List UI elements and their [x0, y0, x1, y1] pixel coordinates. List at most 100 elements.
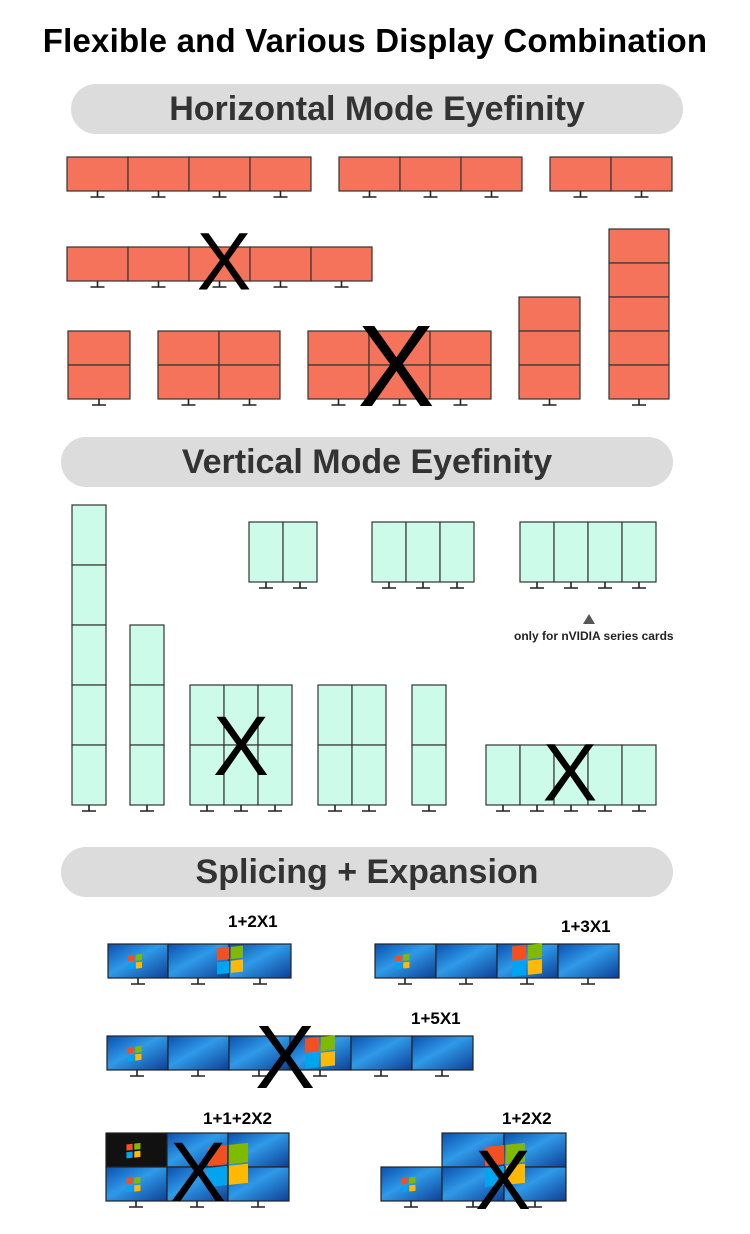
- monitor-stand-icon: [190, 1201, 204, 1208]
- windows-logo-icon: [217, 945, 244, 975]
- monitor-stand-icon: [253, 978, 267, 985]
- desktop-screen: [105, 1132, 168, 1168]
- windows-logo-icon: [128, 953, 143, 970]
- monitor-stand-icon: [328, 805, 342, 812]
- monitor-stand-icon: [82, 805, 96, 812]
- monitor-panel: [429, 364, 492, 400]
- monitor-panel: [439, 521, 475, 583]
- caption-1-5x1: 1+5X1: [411, 1009, 461, 1028]
- monitor-stand-icon: [496, 805, 510, 812]
- monitor-panel: [518, 330, 581, 366]
- monitor-panel: [129, 624, 165, 686]
- desktop-screen: [167, 1035, 230, 1071]
- cross-mark: X: [357, 301, 434, 431]
- monitor-stand-icon: [90, 281, 105, 288]
- monitor-panel: [282, 521, 318, 583]
- monitor-panel: [518, 364, 581, 400]
- monitor-stand-icon: [450, 582, 464, 589]
- monitor-stand-icon: [398, 978, 412, 985]
- monitor-panel: [621, 744, 657, 806]
- monitor-stand-icon: [151, 191, 166, 198]
- monitor-panel: [67, 330, 131, 366]
- monitor-stand-icon: [130, 1070, 144, 1077]
- monitor-panel: [218, 330, 281, 366]
- monitor-stand-icon: [392, 399, 407, 406]
- monitor-stand-icon: [334, 281, 349, 288]
- monitor-stand-icon: [200, 805, 214, 812]
- monitor-panel: [66, 246, 129, 282]
- monitor-stand-icon: [293, 582, 307, 589]
- monitor-stand-icon: [542, 399, 557, 406]
- desktop-screen: [557, 943, 620, 979]
- monitor-stand-icon: [484, 191, 499, 198]
- monitor-stand-icon: [423, 191, 438, 198]
- monitor-stand-icon: [564, 805, 578, 812]
- desktop-screen: [411, 1035, 474, 1071]
- monitor-panel: [71, 684, 107, 746]
- monitor-panel: [127, 156, 190, 192]
- monitor-panel: [157, 364, 220, 400]
- monitor-panel: [71, 624, 107, 686]
- monitor-panel: [317, 744, 353, 806]
- monitor-stand-icon: [131, 978, 145, 985]
- monitor-panel: [371, 521, 407, 583]
- desktop-screen: [105, 1166, 168, 1202]
- monitor-stand-icon: [422, 805, 436, 812]
- desktop-screen: [374, 943, 437, 979]
- monitor-panel: [518, 296, 581, 332]
- monitor-panel: [549, 156, 612, 192]
- monitor-stand-icon: [268, 805, 282, 812]
- monitor-stand-icon: [374, 1070, 388, 1077]
- desktop-screen: [350, 1035, 413, 1071]
- monitor-panel: [519, 521, 555, 583]
- caption-1-3x1: 1+3X1: [561, 917, 611, 936]
- monitor-stand-icon: [140, 805, 154, 812]
- monitor-stand-icon: [530, 805, 544, 812]
- cross-mark: X: [543, 728, 598, 819]
- monitor-stand-icon: [362, 805, 376, 812]
- monitor-stand-icon: [466, 1201, 480, 1208]
- monitor-stand-icon: [129, 1201, 143, 1208]
- monitor-panel: [218, 364, 281, 400]
- monitor-stand-icon: [362, 191, 377, 198]
- monitor-stand-icon: [92, 399, 106, 406]
- monitor-panel: [157, 330, 220, 366]
- monitor-panel: [621, 521, 657, 583]
- caption-1-2x1: 1+2X1: [228, 912, 278, 931]
- monitor-panel: [553, 521, 589, 583]
- monitor-stand-icon: [530, 582, 544, 589]
- cross-mark: X: [255, 1008, 315, 1108]
- monitor-stand-icon: [573, 191, 588, 198]
- monitor-panel: [249, 156, 312, 192]
- monitor-panel: [608, 262, 670, 298]
- monitor-stand-icon: [181, 399, 196, 406]
- windows-logo-icon: [485, 1142, 525, 1188]
- windows-logo-icon: [512, 943, 542, 977]
- monitor-stand-icon: [459, 978, 473, 985]
- windows-logo-icon: [305, 1035, 335, 1069]
- monitor-panel: [587, 744, 623, 806]
- monitor-panel: [351, 684, 387, 746]
- monitor-stand-icon: [404, 1201, 418, 1208]
- monitor-panel: [338, 156, 401, 192]
- monitor-panel: [368, 330, 431, 366]
- desktop-screen: [106, 1035, 169, 1071]
- monitor-panel: [351, 744, 387, 806]
- monitor-stand-icon: [634, 191, 649, 198]
- desktop-screen: [496, 943, 559, 979]
- monitor-panel: [610, 156, 673, 192]
- monitor-stand-icon: [331, 399, 346, 406]
- windows-logo-icon: [127, 1045, 142, 1062]
- desktop-screen: [380, 1166, 443, 1202]
- monitor-panel: [188, 156, 251, 192]
- section-pill-horizontal: Horizontal Mode Eyefinity: [71, 84, 683, 134]
- monitor-stand-icon: [382, 582, 396, 589]
- monitor-panel: [411, 744, 447, 806]
- monitor-stand-icon: [251, 1201, 265, 1208]
- monitor-panel: [405, 521, 441, 583]
- monitor-stand-icon: [259, 582, 273, 589]
- monitor-stand-icon: [191, 978, 205, 985]
- monitor-stand-icon: [151, 281, 166, 288]
